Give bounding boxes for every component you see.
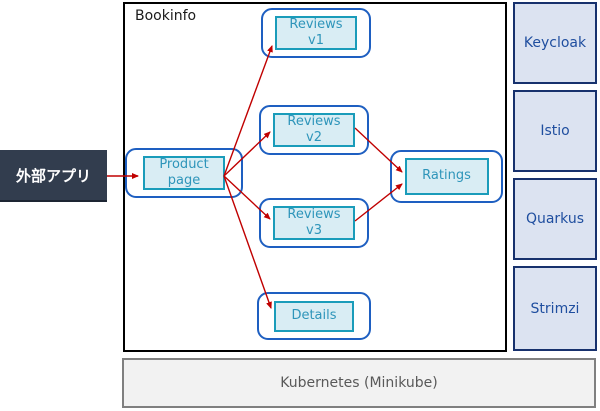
platform-label: Kubernetes (Minikube)	[280, 375, 438, 391]
sidebar-label-quarkus: Quarkus	[525, 211, 585, 227]
sidebar-box-istio: Istio	[513, 90, 597, 172]
node-ratings-label: Ratings	[404, 158, 489, 195]
external-app-label: 外部アプリ	[15, 166, 91, 185]
node-reviews-v3-label: Reviews v3	[273, 206, 355, 240]
node-reviews-v3: Reviews v3	[259, 198, 369, 248]
node-product-page: Product page	[125, 148, 243, 198]
sidebar-box-strimzi: Strimzi	[513, 266, 597, 351]
sidebar-label-istio: Istio	[540, 123, 570, 139]
external-app-box: 外部アプリ	[0, 150, 107, 202]
sidebar-label-strimzi: Strimzi	[530, 300, 580, 317]
node-reviews-v2-label: Reviews v2	[273, 113, 355, 147]
bookinfo-title: Bookinfo	[135, 8, 197, 24]
platform-box: Kubernetes (Minikube)	[122, 358, 596, 408]
node-reviews-v1: Reviews v1	[261, 8, 371, 58]
node-reviews-v2: Reviews v2	[259, 105, 369, 155]
sidebar-box-quarkus: Quarkus	[513, 178, 597, 260]
node-details-label: Details	[274, 300, 354, 332]
node-details: Details	[257, 292, 371, 340]
node-reviews-v1-label: Reviews v1	[275, 16, 357, 50]
sidebar-box-keycloak: Keycloak	[513, 2, 597, 84]
sidebar-label-keycloak: Keycloak	[523, 35, 587, 51]
node-product-page-label: Product page	[143, 156, 225, 190]
node-ratings: Ratings	[390, 150, 503, 203]
